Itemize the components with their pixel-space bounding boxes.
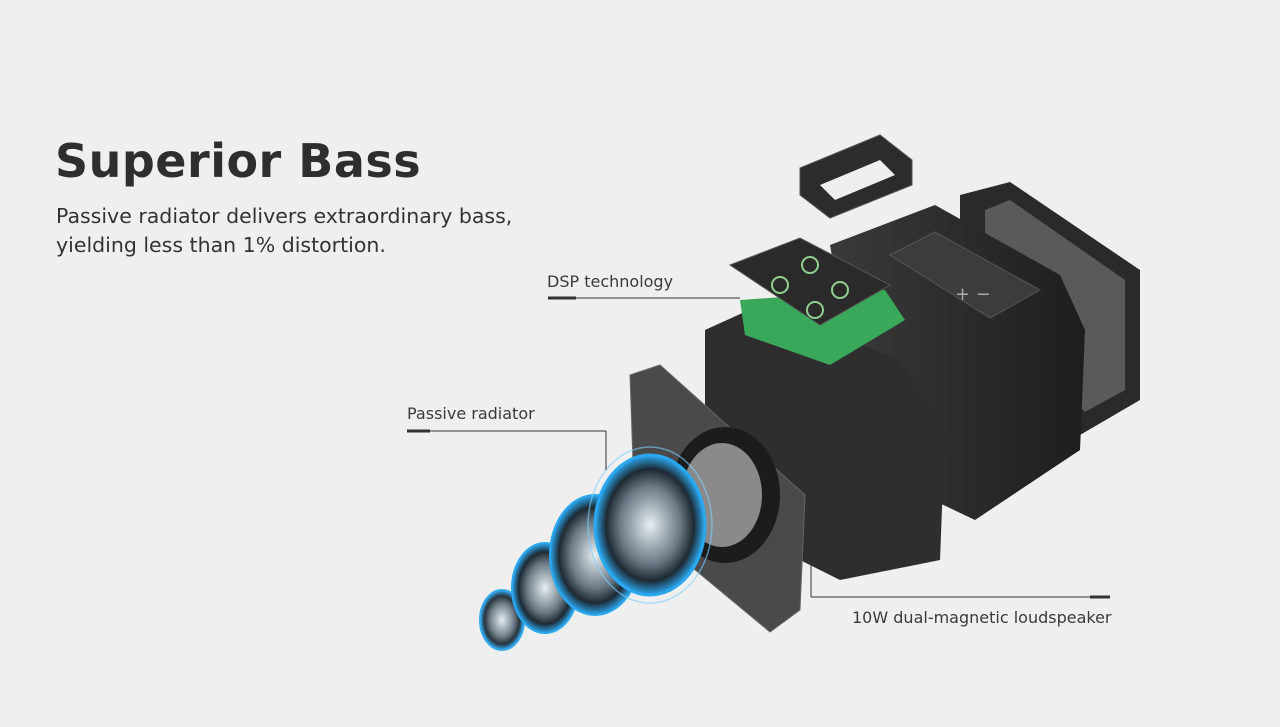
callout-lines (407, 296, 1110, 599)
section-heading: Superior Bass (55, 134, 422, 188)
bass-wave-rings (479, 446, 713, 651)
svg-text:+ −: + − (955, 284, 991, 305)
callout-speaker: 10W dual-magnetic loudspeaker (852, 608, 1112, 627)
callout-dsp: DSP technology (547, 272, 674, 291)
speaker-body: + − (705, 205, 1085, 580)
section-subtitle: Passive radiator delivers extraordinary … (56, 204, 513, 257)
dsp-board (728, 237, 905, 365)
callout-radiator: Passive radiator (407, 404, 535, 423)
top-bracket (799, 134, 913, 219)
